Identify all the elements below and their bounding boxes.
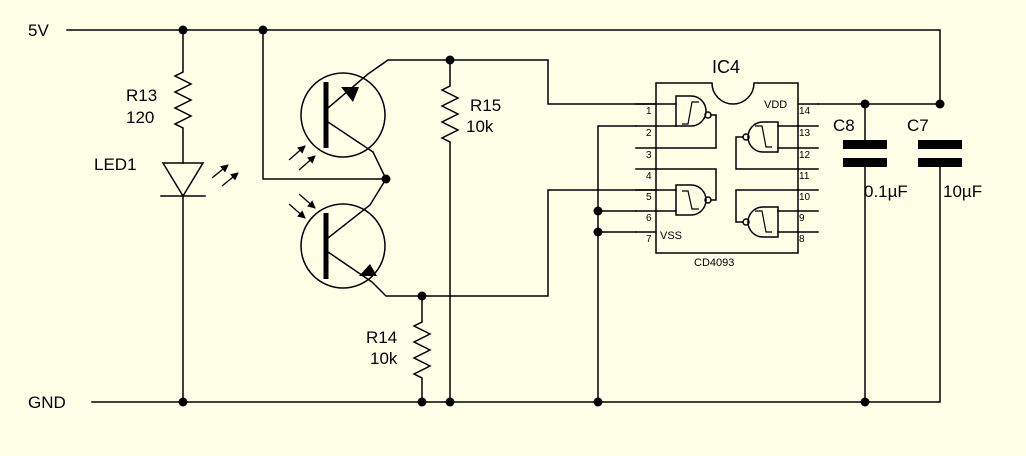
ic4-name: IC4 — [712, 57, 740, 77]
pin-13: 13 — [799, 128, 811, 139]
junction-dots — [178, 25, 945, 407]
pin-7: 7 — [646, 234, 652, 245]
pin-14: 14 — [799, 106, 811, 117]
led1-diode: LED1 — [94, 155, 239, 403]
c7-value: 10µF — [943, 182, 982, 201]
phototransistor-lower — [288, 177, 657, 297]
ic4-right-pins: 8 9 10 11 12 13 14 — [797, 103, 819, 245]
pin-11: 11 — [799, 171, 810, 182]
pin-6: 6 — [646, 213, 652, 224]
r13-value: 120 — [126, 108, 154, 127]
phototransistor-upper — [288, 59, 657, 181]
ic4-left-pins: 1 2 3 4 5 6 7 — [635, 103, 657, 245]
r14-resistor: R14 10k — [366, 295, 432, 403]
ic4-vss-label: VSS — [660, 230, 682, 242]
r15-value: 10k — [466, 117, 494, 136]
pin-2: 2 — [646, 128, 652, 139]
pin-1: 1 — [646, 106, 652, 117]
vcc-rail: 5V — [28, 21, 941, 103]
r15-name: R15 — [470, 96, 501, 115]
c8-value: 0.1µF — [864, 182, 908, 201]
nand-gate-c — [735, 121, 799, 170]
vcc-to-junction-wire — [262, 29, 387, 180]
gnd-rail: GND — [28, 165, 941, 412]
r13-name: R13 — [126, 86, 157, 105]
r14-value: 10k — [370, 349, 398, 368]
led1-name: LED1 — [94, 155, 137, 174]
pin-9: 9 — [799, 213, 805, 224]
c7-name: C7 — [907, 116, 929, 135]
ic4-cd4093: IC4 CD4093 VDD VSS 1 2 3 4 5 6 7 8 9 10 … — [635, 57, 819, 269]
r14-name: R14 — [366, 328, 397, 347]
pin2-to-gnd-wire — [597, 125, 637, 403]
nand-gate-a — [655, 95, 717, 149]
pin-10: 10 — [799, 192, 811, 203]
pin-5: 5 — [646, 192, 652, 203]
r15-resistor: R15 10k — [440, 59, 501, 403]
c8-capacitor: C8 0.1µF — [833, 103, 908, 403]
pin-12: 12 — [799, 150, 811, 161]
nand-gate-d — [735, 189, 799, 238]
pin-8: 8 — [799, 234, 805, 245]
ic4-part: CD4093 — [694, 257, 734, 269]
c8-name: C8 — [833, 116, 855, 135]
nand-gate-b — [655, 168, 717, 216]
pin-3: 3 — [646, 150, 652, 161]
vcc-label: 5V — [28, 21, 49, 40]
pin-4: 4 — [646, 171, 652, 182]
c7-capacitor: C7 10µF — [907, 116, 982, 201]
gnd-label: GND — [28, 393, 66, 412]
ic4-vdd-label: VDD — [764, 99, 787, 111]
r13-resistor: R13 120 — [126, 29, 193, 164]
